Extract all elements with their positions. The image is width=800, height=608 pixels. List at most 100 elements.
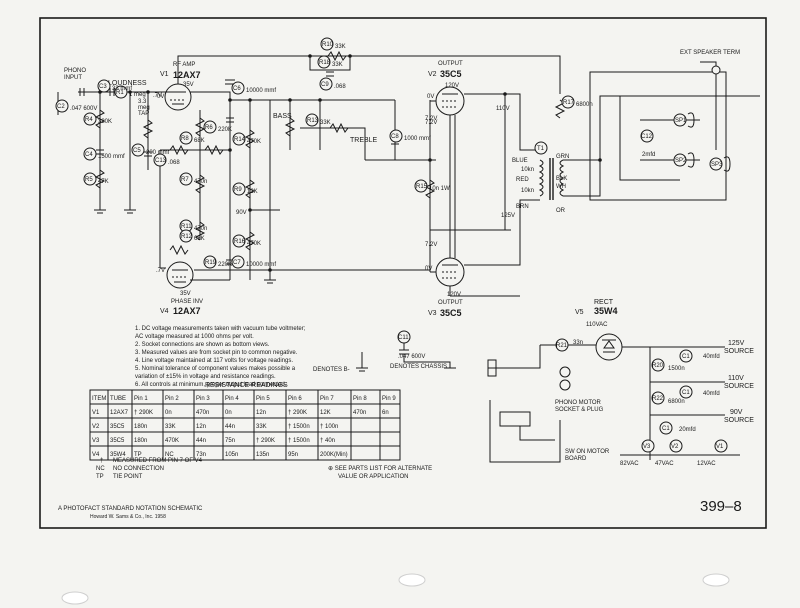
page-number: 399–8	[700, 498, 742, 515]
legend-text-1: MEASURED FROM PIN 7 OF V4	[113, 458, 203, 464]
table-cell: NC	[165, 452, 174, 458]
ref-value: 1000 mmf	[404, 136, 431, 142]
table-cell: 33K	[165, 424, 176, 430]
ref-label: R1	[116, 90, 124, 96]
table-cell: 0n	[165, 410, 172, 416]
vac-110-label: 110VAC	[586, 322, 608, 328]
table-cell: 470n	[196, 410, 209, 416]
table-cell: 12n	[196, 424, 206, 430]
v3-ref: V3	[428, 310, 437, 317]
c12-value: 2mfd	[642, 152, 655, 158]
table-cell: 470K	[165, 438, 179, 444]
table-cell: 75n	[225, 438, 235, 444]
ref-label: R15	[416, 184, 428, 190]
tap-label-2: meg	[138, 105, 150, 111]
svg-text:40mfd: 40mfd	[703, 354, 720, 360]
note-line-6: 5. Nominal tolerance of component values…	[135, 366, 296, 372]
note-line-2: AC voltage measured at 1000 ohms per vol…	[135, 334, 254, 340]
v1-grid-voltage: 0V	[157, 94, 164, 100]
ground-legend: C11 .047 600V DENOTES B- DENOTES CHASSIS	[313, 330, 456, 373]
t1-10k-a: 10kn	[521, 167, 534, 173]
svg-text:R21: R21	[556, 343, 568, 349]
table-cell: V2	[92, 424, 100, 430]
ref-value: 330K	[98, 119, 112, 125]
svg-text:V1: V1	[716, 444, 724, 450]
table-cell: TP	[134, 452, 142, 458]
footer-copyright: Howard W. Sams & Co., Inc. 1958	[90, 514, 166, 520]
svg-text:SP2: SP2	[675, 158, 687, 164]
table-cell: † 290K	[288, 410, 307, 416]
component-r7: R7 470n	[179, 172, 207, 186]
tube-v1: V1 RF AMP 12AX7 35V 0V	[157, 62, 201, 111]
ref-label: R8	[181, 136, 189, 142]
ref-label: R7	[181, 177, 189, 183]
svg-text:C1: C1	[682, 354, 690, 360]
v4-grid-voltage: .7V	[156, 268, 165, 274]
ref-value: 220K	[218, 262, 232, 268]
svg-text:SP3: SP3	[711, 162, 723, 168]
ref-label: R6	[205, 125, 213, 131]
table-cell: 35W4	[110, 452, 126, 458]
denotes-b-label: DENOTES B-	[313, 367, 350, 373]
phono-motor-label-1: PHONO MOTOR	[555, 400, 602, 406]
tube-v2: OUTPUT V2 35C5 120V 0V 7.2V 110V	[425, 61, 510, 122]
component-c8: C8 1000 mmf	[389, 129, 431, 143]
phase-inv-label: PHASE INV	[171, 299, 203, 305]
legend-sym-2: NC	[96, 466, 105, 472]
table-cell: † 100n	[320, 424, 338, 430]
ref-value: 68K	[194, 236, 205, 242]
component-c9: C9.068	[319, 77, 346, 91]
ref-value: 1500 mmf	[98, 154, 125, 160]
table-cell: 12K	[320, 410, 331, 416]
tap-label-3: TAP	[138, 111, 149, 117]
table-header-cell: Pin 4	[225, 396, 239, 402]
table-cell: † 1500n	[288, 424, 310, 430]
tube-v4: .7V 35V PHASE INV V4 12AX7	[156, 261, 203, 316]
table-header-cell: Pin 8	[353, 396, 367, 402]
ref-label: C9	[321, 82, 329, 88]
table-header-cell: Pin 1	[134, 396, 148, 402]
wire-blue: BLUE	[512, 158, 528, 164]
ref-value: 33K	[332, 62, 343, 68]
v4-plate-voltage: 35V	[180, 291, 191, 297]
ext-speaker-label: EXT SPEAKER TERM	[680, 50, 740, 56]
ref-value: 1 meg	[129, 92, 146, 98]
v5-ref: V5	[575, 309, 584, 316]
ref-value: 220K	[218, 127, 232, 133]
table-cell: 35C5	[110, 424, 125, 430]
rect-label: RECT	[594, 299, 614, 306]
loudness-label: LOUDNESS	[108, 80, 147, 87]
t1-10k-b: 10kn	[521, 188, 534, 194]
src-110-label-2: SOURCE	[724, 383, 754, 390]
v2-screen-voltage: 120V	[445, 83, 459, 89]
ref-label: C6	[233, 86, 241, 92]
ref-value: 10000 mmf	[246, 262, 276, 268]
note-line-4: 3. Measured values are from socket pin t…	[135, 350, 298, 356]
wire-grn: GRN	[556, 154, 569, 160]
ref-value: 33K	[335, 44, 346, 50]
table-cell: † 290K	[134, 410, 153, 416]
v1-cathode-voltage: .7V	[153, 93, 162, 99]
ref-label: C8	[391, 134, 399, 140]
svg-text:T1: T1	[537, 146, 545, 152]
table-cell: 200K(Min)	[320, 452, 348, 458]
wire-red: RED	[516, 177, 529, 183]
table-header-cell: TUBE	[110, 396, 126, 402]
ref-value: 12K	[247, 189, 258, 195]
treble-label: TREBLE	[350, 137, 378, 144]
v2-cathode-voltage-b: 7.2V	[425, 120, 437, 126]
svg-text:R20: R20	[652, 363, 664, 369]
tap-label-1: 3.3	[138, 99, 147, 105]
ref-value: 470n	[194, 179, 207, 185]
ref-label: R13	[307, 118, 319, 124]
table-legend: † MEASURED FROM PIN 7 OF V4 NC NO CONNEC…	[96, 458, 432, 480]
src-90-label-2: SOURCE	[724, 417, 754, 424]
svg-text:6800n: 6800n	[668, 399, 685, 405]
